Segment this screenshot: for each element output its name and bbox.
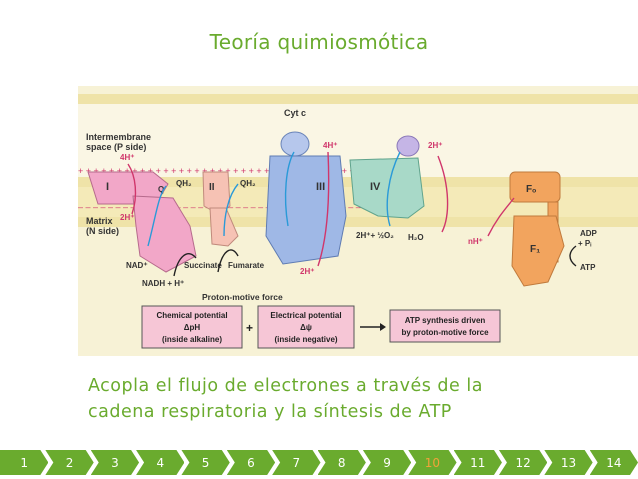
qh2-left-label: QH₂ [176, 179, 192, 188]
electron-arrows [127, 151, 577, 277]
svg-text:Δψ: Δψ [300, 323, 312, 332]
page-tab-5[interactable]: 5 [181, 450, 229, 475]
complex-II-label: II [209, 182, 215, 193]
plus-sign: + [246, 321, 253, 335]
page-tab-3[interactable]: 3 [91, 450, 139, 475]
atp-label: ATP [580, 263, 596, 272]
page-tab-9[interactable]: 9 [363, 450, 411, 475]
svg-text:by proton-motive force: by proton-motive force [401, 328, 489, 337]
proton-2h-left: 2H⁺ [120, 213, 134, 222]
page-tab-13[interactable]: 13 [544, 450, 592, 475]
proton-2h-bottom: 2H⁺ [300, 267, 314, 276]
intermembrane-label-2: space (P side) [86, 142, 146, 152]
pi-label: + Pᵢ [578, 239, 591, 248]
svg-text:ΔpH: ΔpH [184, 323, 201, 332]
svg-text:(inside negative): (inside negative) [274, 335, 337, 344]
matrix-label-2: (N side) [86, 226, 119, 236]
chemiosmotic-diagram: Intermembrane space (P side) Matrix (N s… [78, 86, 638, 356]
page-tab-11[interactable]: 11 [454, 450, 502, 475]
slide-title: Teoría quimiosmótica [209, 30, 429, 54]
succinate-label: Succinate [184, 261, 222, 270]
proton-4h-mid: 4H⁺ [323, 141, 337, 150]
q-label: Q [158, 185, 164, 194]
page-tab-2[interactable]: 2 [45, 450, 93, 475]
cyt-c-label: Cyt c [284, 108, 306, 118]
pmf-title: Proton-motive force [202, 292, 283, 302]
matrix-label: Matrix [86, 216, 113, 226]
atp-synthase: Fₒ F₁ [509, 171, 565, 287]
water-label: H₂O [408, 233, 424, 242]
fumarate-label: Fumarate [228, 261, 265, 270]
page-tab-1[interactable]: 1 [0, 450, 48, 475]
nadh-label: NADH + H⁺ [142, 279, 184, 288]
proton-4h-left: 4H⁺ [120, 153, 134, 162]
proton-2h-top: 2H⁺ [428, 141, 442, 150]
membrane-plus-signs: + + + + + + + + + + + + + + + + + + + + … [78, 166, 370, 176]
page-tab-14[interactable]: 14 [590, 450, 638, 475]
fo-label: Fₒ [526, 184, 536, 195]
complex-IV: IV [349, 135, 425, 219]
slide-caption: Acopla el flujo de electrones a través d… [88, 373, 608, 425]
nad-label: NAD⁺ [126, 261, 148, 270]
proton-nh: nH⁺ [468, 237, 483, 246]
page-tab-8[interactable]: 8 [318, 450, 366, 475]
page-tab-4[interactable]: 4 [136, 450, 184, 475]
intermembrane-label: Intermembrane [86, 132, 151, 142]
qh2-right-label: QH₂ [240, 179, 256, 188]
caption-line-2: cadena respiratoria y la síntesis de ATP [88, 402, 452, 422]
svg-text:Chemical potential: Chemical potential [156, 311, 227, 320]
complex-I-label: I [106, 181, 109, 193]
chemical-potential-box: Chemical potential ΔpH (inside alkaline) [141, 305, 243, 349]
svg-text:(inside alkaline): (inside alkaline) [162, 335, 222, 344]
page-tab-7[interactable]: 7 [272, 450, 320, 475]
svg-text:ATP synthesis driven: ATP synthesis driven [405, 316, 486, 325]
svg-text:Electrical potential: Electrical potential [270, 311, 341, 320]
adp-label: ADP [580, 229, 598, 238]
electrical-potential-box: Electrical potential Δψ (inside negative… [257, 305, 355, 349]
page-tab-12[interactable]: 12 [499, 450, 547, 475]
complex-I: I [87, 171, 197, 273]
atp-synthesis-box: ATP synthesis driven by proton-motive fo… [389, 309, 501, 343]
complex-IV-label: IV [370, 181, 381, 193]
oxygen-reaction-label: 2H⁺+ ½O₂ [356, 231, 394, 240]
page-tab-6[interactable]: 6 [227, 450, 275, 475]
page-tab-10[interactable]: 10 [408, 450, 456, 475]
complex-III-label: III [316, 181, 325, 193]
caption-line-1: Acopla el flujo de electrones a través d… [88, 376, 483, 396]
f1-label: F₁ [530, 244, 540, 255]
